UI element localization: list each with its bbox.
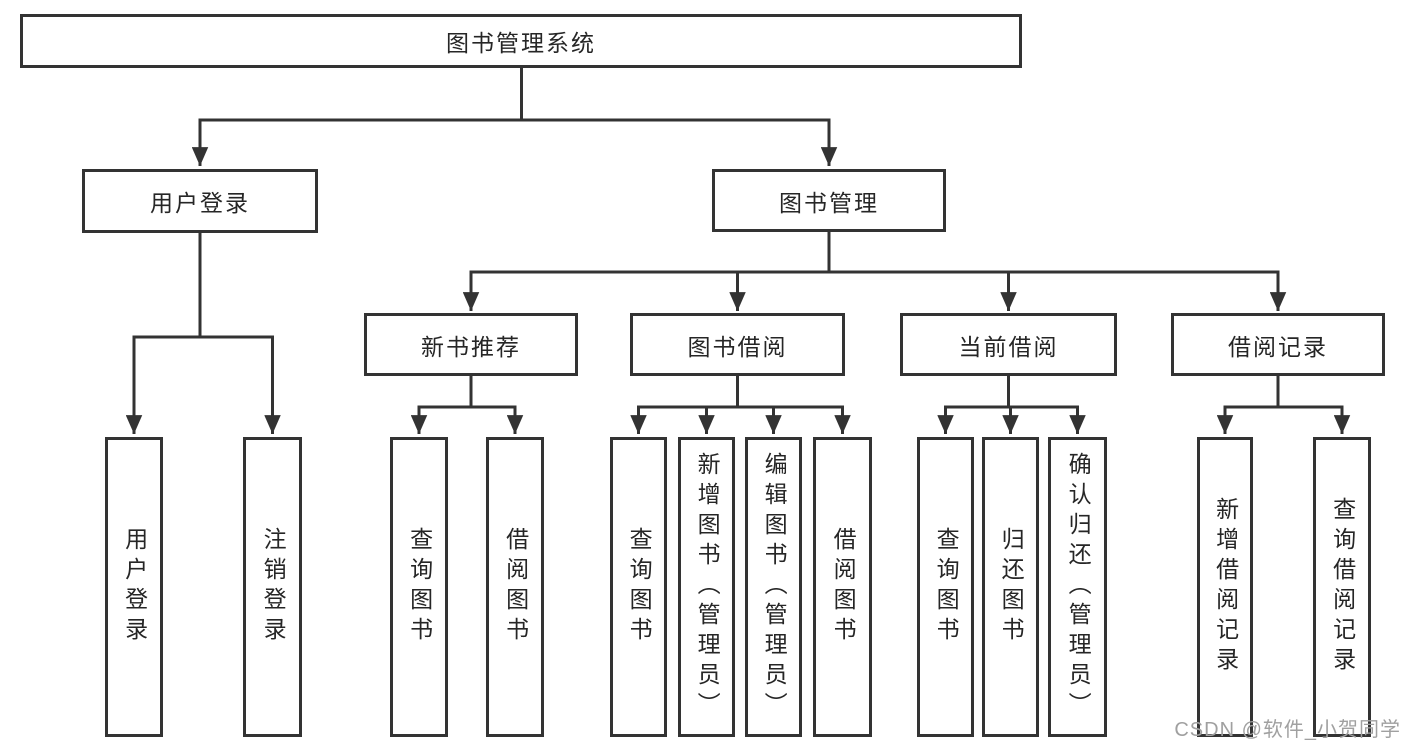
csdn-watermark: CSDN @软件_小贺同学 bbox=[1174, 719, 1401, 741]
leaf-borrow-books: 借阅图书 bbox=[813, 437, 872, 737]
node-label: 查询图书 bbox=[406, 527, 433, 647]
node-label: 借阅图书 bbox=[830, 527, 857, 647]
leaf-query-books-recommend: 查询图书 bbox=[390, 437, 448, 737]
node-label: 新增图书（管理员） bbox=[694, 452, 721, 722]
node-label: 归还图书 bbox=[998, 527, 1025, 647]
leaf-confirm-return-admin: 确认归还（管理员） bbox=[1048, 437, 1107, 737]
node-label: 当前借阅 bbox=[958, 333, 1059, 360]
leaf-query-books-current: 查询图书 bbox=[917, 437, 974, 737]
node-label: 新增借阅记录 bbox=[1212, 497, 1239, 677]
leaf-edit-books-admin: 编辑图书（管理员） bbox=[745, 437, 802, 737]
node-label: 用户登录 bbox=[150, 190, 250, 216]
leaf-logout: 注销登录 bbox=[243, 437, 302, 737]
leaf-add-books-admin: 新增图书（管理员） bbox=[678, 437, 735, 737]
node-label: 编辑图书（管理员） bbox=[761, 452, 788, 722]
node-label: 借阅图书 bbox=[502, 527, 529, 647]
node-borrow-records: 借阅记录 bbox=[1171, 313, 1385, 376]
node-label: 图书管理 bbox=[779, 189, 879, 216]
node-label: 注销登录 bbox=[260, 527, 287, 647]
node-label: 新书推荐 bbox=[421, 333, 521, 360]
node-label: 用户登录 bbox=[121, 527, 148, 647]
leaf-return-books: 归还图书 bbox=[982, 437, 1039, 737]
node-root-library-system: 图书管理系统 bbox=[20, 14, 1022, 68]
node-current-borrow: 当前借阅 bbox=[900, 313, 1117, 376]
node-label: 查询图书 bbox=[933, 527, 960, 647]
leaf-add-borrow-record: 新增借阅记录 bbox=[1197, 437, 1253, 737]
node-label: 确认归还（管理员） bbox=[1065, 452, 1092, 722]
node-book-management: 图书管理 bbox=[712, 169, 946, 232]
leaf-borrow-books-recommend: 借阅图书 bbox=[486, 437, 544, 737]
leaf-user-login: 用户登录 bbox=[105, 437, 163, 737]
leaf-query-books-borrow: 查询图书 bbox=[610, 437, 667, 737]
leaf-query-borrow-record: 查询借阅记录 bbox=[1313, 437, 1371, 737]
node-user-login-branch: 用户登录 bbox=[82, 169, 318, 233]
node-label: 借阅记录 bbox=[1228, 333, 1328, 360]
node-new-book-recommend: 新书推荐 bbox=[364, 313, 578, 376]
node-label: 查询借阅记录 bbox=[1329, 497, 1356, 677]
node-label: 图书借阅 bbox=[687, 333, 788, 360]
node-book-borrow: 图书借阅 bbox=[630, 313, 845, 376]
node-label: 查询图书 bbox=[626, 527, 653, 647]
node-label: 图书管理系统 bbox=[446, 30, 596, 56]
